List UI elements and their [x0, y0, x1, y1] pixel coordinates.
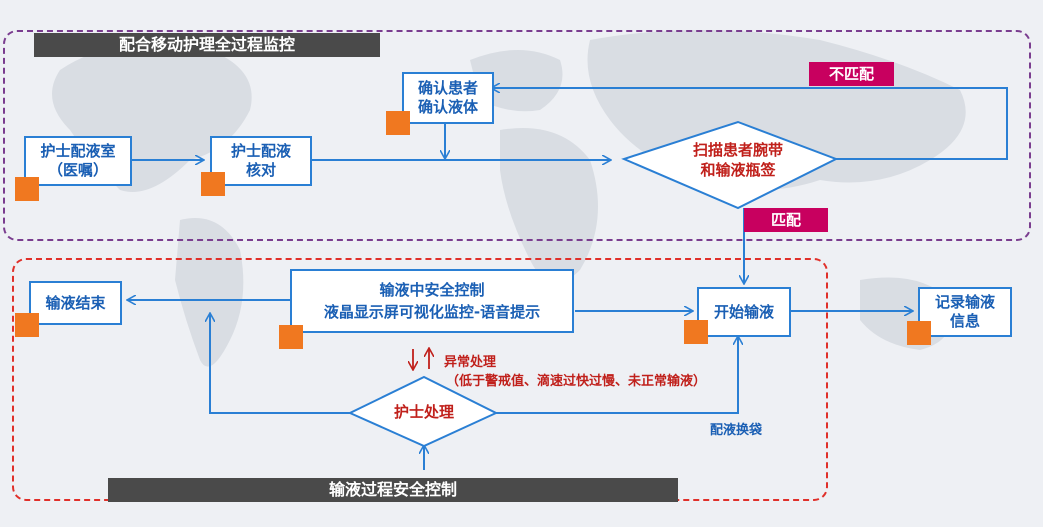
orange-marker [386, 111, 410, 135]
orange-marker [15, 177, 39, 201]
abnormal-title: 异常处理 [444, 355, 497, 370]
mobile-nursing-group [3, 30, 1031, 241]
mismatch-tag: 不匹配 [809, 62, 894, 86]
abnormal-detail: （低于警戒值、滴速过快过慢、未正常输液） [446, 374, 707, 389]
node-nurse-check: 护士配液 核对 [210, 136, 312, 186]
node-safety-control: 输液中安全控制 液晶显示屏可视化监控-语音提示 [290, 269, 574, 333]
arrow-handle-to-end [210, 314, 350, 414]
node-nurse-room: 护士配液室 （医嘱） [24, 136, 132, 186]
orange-marker [15, 313, 39, 337]
bottom-group-title: 输液过程安全控制 [108, 478, 678, 502]
match-tag: 匹配 [744, 208, 828, 232]
node-infusion-end: 输液结束 [29, 281, 122, 325]
orange-marker [201, 172, 225, 196]
scan-diamond [621, 120, 839, 210]
arrow-handle-to-start [495, 337, 738, 414]
node-record-info: 记录输液 信息 [918, 287, 1012, 337]
node-scan: 扫描患者腕带 和输液瓶签 [692, 141, 783, 179]
arrow-mismatch-loop [492, 88, 1008, 160]
orange-marker [907, 321, 931, 345]
node-nurse-handle: 护士处理 [393, 403, 454, 421]
bag-change-label: 配液换袋 [710, 423, 763, 438]
node-confirm-patient: 确认患者 确认液体 [402, 72, 494, 124]
orange-marker [279, 325, 303, 349]
node-start-infusion: 开始输液 [697, 287, 791, 337]
handle-diamond [347, 375, 499, 448]
orange-marker [684, 320, 708, 344]
top-group-title: 配合移动护理全过程监控 [34, 33, 380, 57]
